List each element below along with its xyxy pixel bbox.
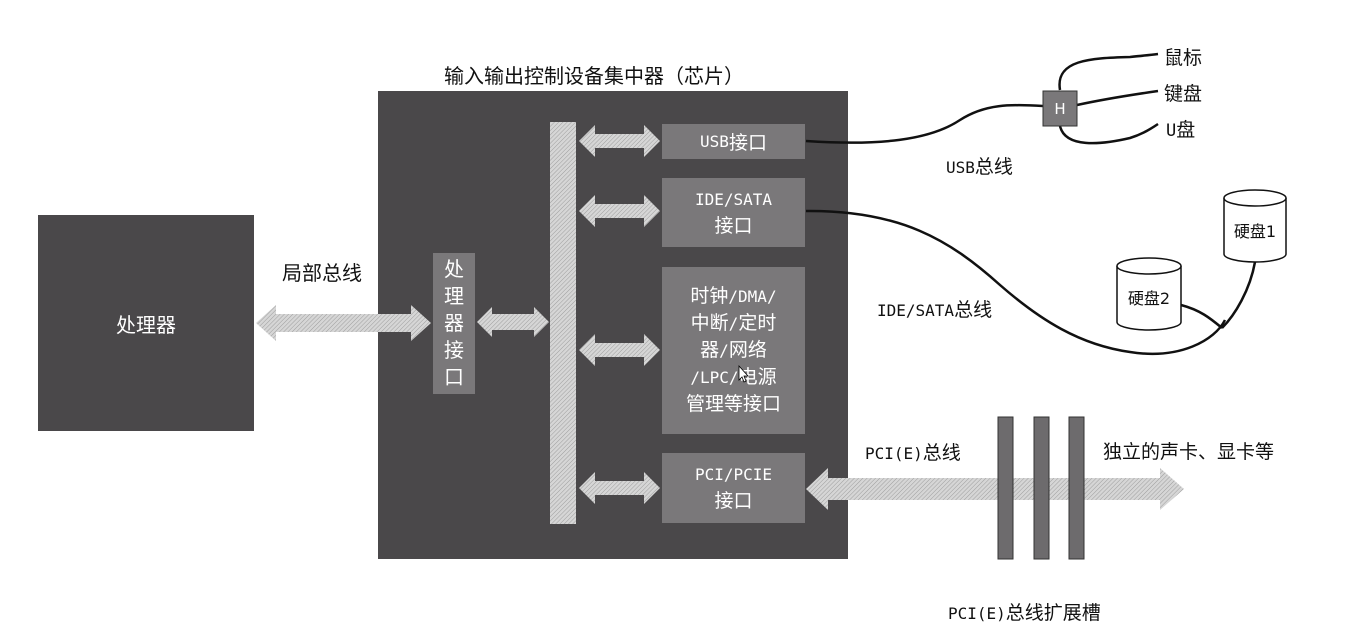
disk2-icon [1116,257,1182,331]
keyboard-wire [1076,89,1159,107]
pci-if-line1: PCI/PCIE [694,465,773,484]
system-interface: 时钟/DMA/中断/定时器/网络/LPC/电源管理等接口 [662,267,805,434]
internal-bus-bar [550,122,576,524]
pci-bus-label: PCI(E)总线 [865,442,961,464]
system-interface-token-mono: / [728,314,739,333]
system-if-arrow [579,334,660,366]
mouse-cursor-icon [738,364,749,383]
proc-if-char: 口 [444,365,464,389]
system-interface-token: 网络 [728,339,767,361]
system-interface-line: 器/网络 [686,337,781,364]
chip-title: 输入输出控制设备集中器（芯片） [444,64,744,88]
usb-hub-label: H [1054,100,1065,118]
processor-label: 处理器 [116,312,176,337]
usb-hub [1042,90,1078,127]
proc-if-char: 接 [444,338,464,362]
system-interface-lines: 时钟/DMA/中断/定时器/网络/LPC/电源管理等接口 [686,283,781,418]
system-interface-token: 电源 [738,366,777,388]
disk2-label: 硬盘2 [1128,289,1170,308]
usb-bus-label: USB总线 [946,156,1013,178]
ide-bus-label: IDE/SATA总线 [877,299,993,321]
pci-devices-label: 独立的声卡、显卡等 [1103,441,1275,463]
local-bus-label: 局部总线 [282,261,362,285]
processor-interface: 处 理 器 接 口 [433,253,475,394]
usb-bus-wire [805,103,1044,144]
udisk-wire [1058,122,1159,145]
system-interface-line: 中断/定时 [686,310,781,337]
local-bus-arrow [256,305,431,341]
system-interface-token: 定时 [738,312,777,334]
disk1-label: 硬盘1 [1234,222,1276,241]
system-interface-token-mono: /LPC/ [690,368,739,387]
usb-if-prefix: USB [700,132,729,151]
system-interface-token: 时钟 [690,285,729,307]
pci-slots-caption: PCI(E)总线扩展槽 [948,602,1101,624]
pci-slot [1033,416,1050,560]
processor-box: 处理器 [38,215,254,431]
disk1-wire [1221,261,1257,329]
pci-if-arrow [579,472,660,504]
ide-sata-interface: IDE/SATA 接口 [662,178,805,247]
system-interface-line: 时钟/DMA/ [686,283,781,310]
proc-if-bus-arrow [477,307,549,337]
system-interface-token: 器 [700,339,720,361]
system-interface-line: /LPC/电源 [686,364,781,391]
pci-slot [1068,416,1085,560]
system-interface-token: 管理等接口 [685,393,781,415]
mouse-wire [1058,52,1159,91]
proc-if-char: 处 [444,257,464,281]
proc-if-char: 器 [444,311,464,335]
mouse-label: 鼠标 [1164,47,1203,69]
ide-if-line1: IDE/SATA [694,189,773,209]
pci-if-line2: 接口 [714,490,753,512]
system-interface-token-mono: /DMA/ [728,287,777,306]
ide-if-line2: 接口 [714,214,753,237]
system-interface-token: 中断 [690,312,729,334]
keyboard-label: 键盘 [1164,83,1203,105]
pci-interface: PCI/PCIE 接口 [662,453,805,523]
system-interface-token-mono: / [719,341,729,360]
disk2-wire [1180,303,1223,329]
ide-if-arrow [579,195,660,227]
ide-bus-wire [805,209,1227,356]
usb-if-arrow [579,125,660,157]
udisk-label: U盘 [1166,119,1196,141]
disk1-icon [1223,189,1287,263]
usb-if-suffix: 接口 [728,132,767,154]
proc-if-char: 理 [444,284,464,308]
pci-bus-arrow [806,468,1184,510]
pci-slot [997,416,1014,560]
system-interface-line: 管理等接口 [686,391,781,418]
